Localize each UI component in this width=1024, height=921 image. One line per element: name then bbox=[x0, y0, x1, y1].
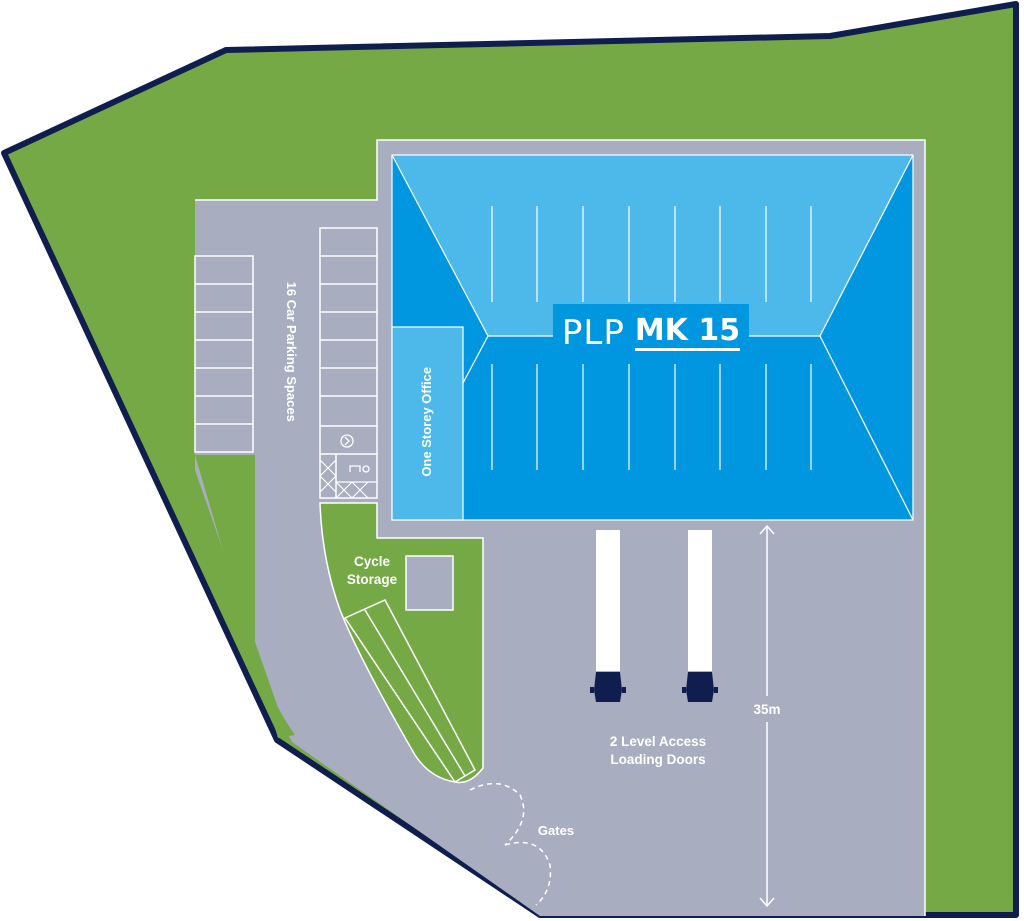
accessible-bay-hatching bbox=[319, 459, 377, 499]
loading-doors-label-line2: Loading Doors bbox=[610, 752, 706, 768]
logo-site-code: MK 15 bbox=[634, 315, 741, 351]
logo-brand: PLP bbox=[561, 313, 625, 353]
office-block bbox=[391, 326, 464, 521]
cycle-storage-label: Cycle Storage bbox=[330, 553, 414, 589]
loading-doors-label-line1: 2 Level Access bbox=[609, 734, 707, 749]
charger-plug-icon bbox=[349, 465, 370, 473]
loading-doors-label: 2 Level Access Loading Doors bbox=[578, 733, 738, 769]
parking-bays-east bbox=[319, 227, 378, 499]
lorry-1 bbox=[590, 530, 626, 702]
office-label: One Storey Office bbox=[419, 366, 435, 477]
parking-bays-west bbox=[194, 255, 254, 453]
dimension-label: 35m bbox=[753, 702, 781, 717]
cycle-storage-label-line2: Storage bbox=[346, 572, 398, 588]
grass-verge bbox=[195, 455, 295, 738]
gates bbox=[469, 782, 552, 906]
cycle-storage-shelter bbox=[405, 555, 454, 611]
cycle-storage-label-line1: Cycle bbox=[353, 554, 391, 569]
lorry-2 bbox=[682, 530, 718, 702]
ev-charging-icon bbox=[340, 434, 354, 448]
yard-depth-dimension bbox=[759, 524, 775, 908]
plp-logo: PLP MK 15 bbox=[553, 304, 749, 362]
yard-outline bbox=[195, 139, 926, 916]
parking-label: 16 Car Parking Spaces bbox=[283, 281, 299, 422]
footpath bbox=[343, 599, 476, 784]
gates-label: Gates bbox=[537, 823, 575, 838]
